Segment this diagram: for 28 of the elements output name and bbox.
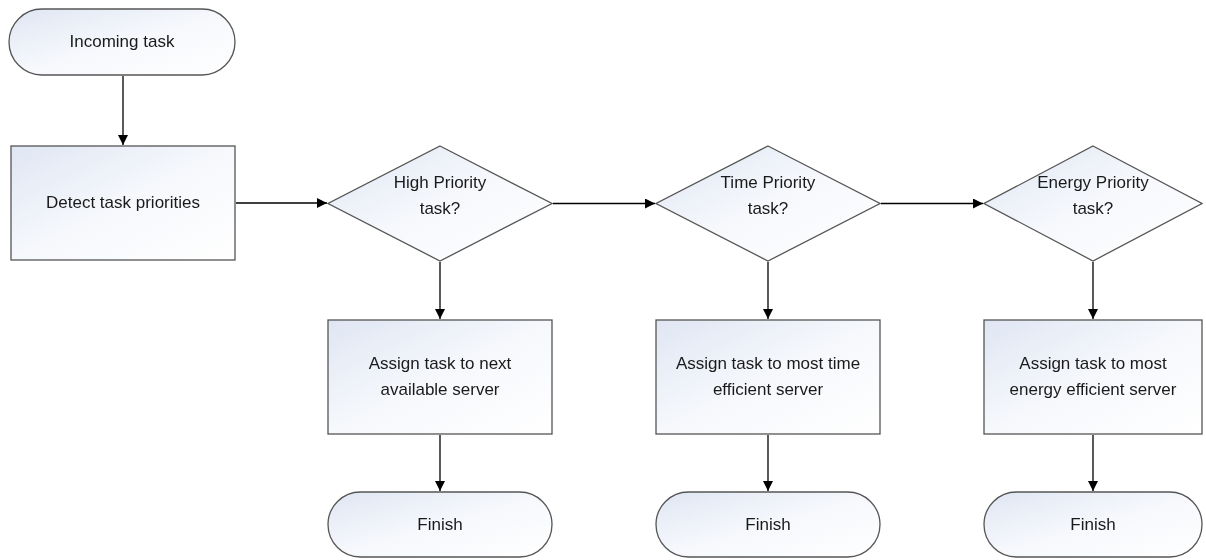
arrow xyxy=(435,261,445,320)
arrow xyxy=(1088,434,1098,492)
node-label: Assign task to next available server xyxy=(367,353,513,401)
node-label: Incoming task xyxy=(68,31,176,53)
arrow xyxy=(880,198,984,209)
decision-diamond xyxy=(983,145,1203,262)
process-box xyxy=(655,319,881,435)
node-label: Detect task priorities xyxy=(45,192,201,214)
arrow xyxy=(435,434,445,492)
process-box xyxy=(327,319,553,435)
node-label: Assign task to most time efficient server xyxy=(674,353,862,401)
node-label: Finish xyxy=(744,513,792,536)
arrow xyxy=(763,261,773,320)
process-box xyxy=(983,319,1203,435)
node-label: Assign task to most energy efficient server xyxy=(1008,353,1178,401)
node-label: Time Priority task? xyxy=(719,171,817,220)
node-label: Finish xyxy=(1069,513,1117,536)
process-box xyxy=(10,145,236,261)
arrow xyxy=(1088,261,1098,320)
decision-diamond xyxy=(327,145,553,262)
arrow xyxy=(235,198,328,208)
node-label: Energy Priority task? xyxy=(1036,171,1150,220)
decision-diamond xyxy=(655,145,881,262)
arrow xyxy=(763,434,773,492)
node-label: High Priority task? xyxy=(392,171,488,220)
arrow xyxy=(118,75,128,146)
node-label: Finish xyxy=(416,513,464,536)
arrow xyxy=(552,198,656,209)
